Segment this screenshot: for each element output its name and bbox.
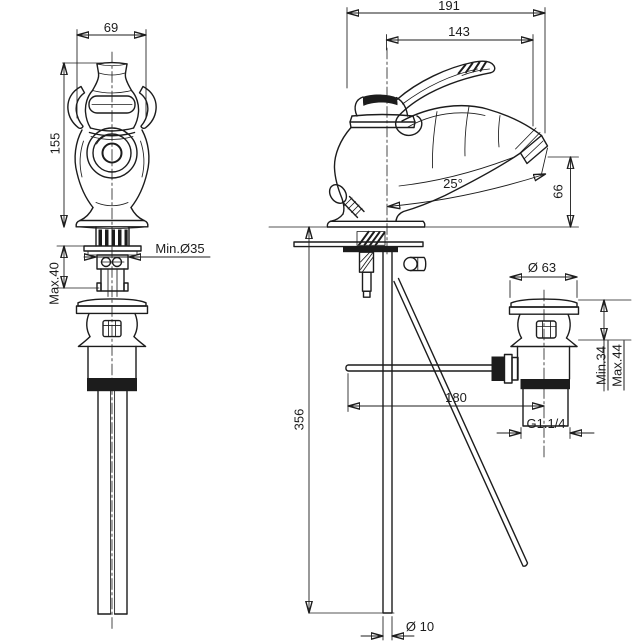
dim-drain-offset: 180 (445, 390, 467, 405)
side-view-underdeck (293, 230, 529, 614)
dim-drain-max-height: Max.44 (609, 340, 625, 391)
dim-total-depth: 191 (438, 0, 460, 13)
dim-min-hole-diameter: Min.Ø35 (155, 241, 205, 256)
front-view-faucet (67, 51, 157, 632)
front-view-drain (75, 298, 149, 615)
dim-front-height: 155 (47, 132, 63, 155)
side-view-dimensions (268, 7, 632, 641)
front-view-dimensions (56, 29, 211, 289)
side-view-drain (508, 289, 580, 459)
dim-front-width: 69 (103, 20, 119, 35)
dim-spout-height: 66 (550, 184, 566, 199)
dim-rod-diameter: Ø 10 (405, 619, 435, 634)
dim-drain-thread: G1.1/4 (526, 416, 566, 431)
dim-rod-length: 356 (291, 408, 307, 431)
dim-spout-angle: 25° (443, 176, 463, 191)
dim-max-deck-thickness: Max.40 (46, 262, 62, 305)
dim-drain-min-height: Min.34 (593, 340, 609, 391)
dim-drain-flange-diameter: Ø 63 (527, 260, 557, 275)
side-view-faucet (326, 47, 549, 257)
dim-spout-reach: 143 (448, 24, 470, 39)
